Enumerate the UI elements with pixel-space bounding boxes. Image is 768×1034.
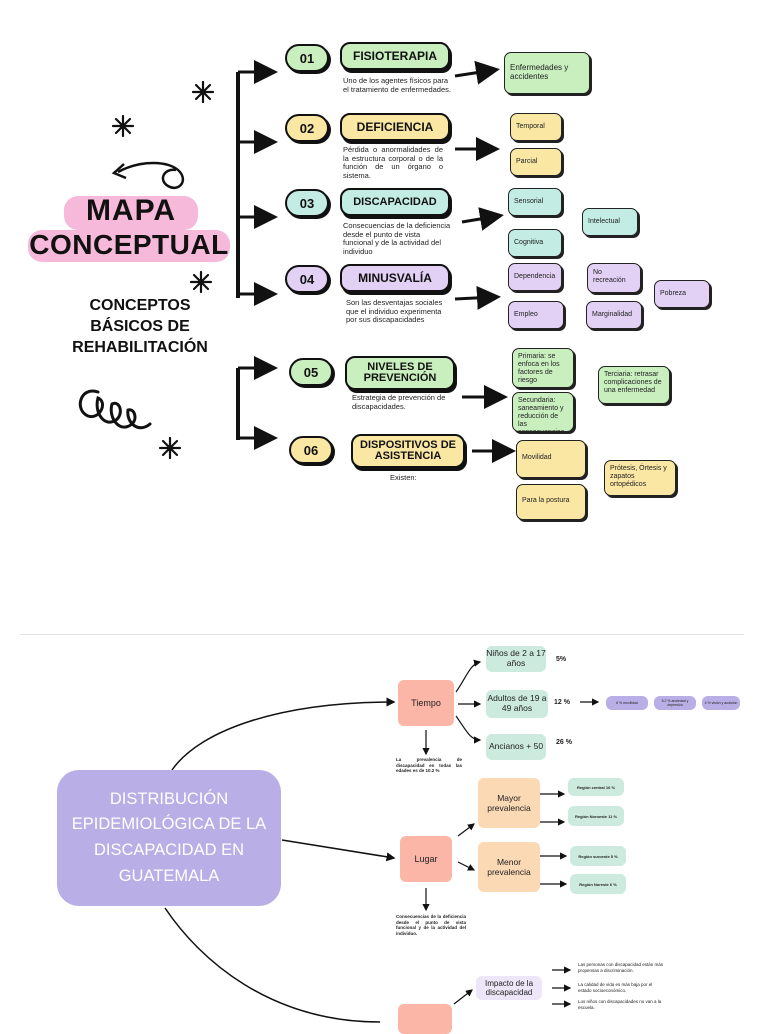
title-highlight-2 xyxy=(28,230,230,262)
pct-adults: 12 % xyxy=(554,699,570,706)
box-empleo: Empleo xyxy=(508,301,564,329)
item-label-niveles: NIVELES DE PREVENCIÓN xyxy=(345,356,455,390)
map-subtitle: CONCEPTOS BÁSICOS DE REHABILITACIÓN xyxy=(60,296,220,358)
map2-connectors xyxy=(164,659,600,1023)
box-no-recreacion: No recreación xyxy=(587,263,641,293)
loops-icon xyxy=(78,389,152,430)
region-central: Región central 16 % xyxy=(568,778,624,796)
item-description: Son las desventajas sociales que el indi… xyxy=(346,298,443,325)
node-age-elderly: Ancianos + 50 xyxy=(486,734,546,760)
pct-children: 5% xyxy=(556,656,567,663)
item-description: Uno de los agentes físicos para el trata… xyxy=(343,76,451,94)
page-divider xyxy=(20,634,744,635)
map-title-line1: MAPA xyxy=(85,194,177,227)
chip-ansiedad: 5.2 % ansiedad y depresión xyxy=(654,696,696,710)
node-impacto: Impacto de la discapacidad xyxy=(476,976,542,1000)
region-suroeste: Región suroeste 5 % xyxy=(570,846,626,866)
box-protesis: Prótesis, Órtesis y zapatos ortopédicos xyxy=(604,460,676,496)
main-topic: DISTRIBUCIÓN EPIDEMIOLÓGICA DE LA DISCAP… xyxy=(57,770,281,906)
item-label-fisioterapia: FISIOTERAPIA xyxy=(340,42,450,70)
swirl-icon xyxy=(111,161,185,189)
item-number: 01 xyxy=(285,44,329,72)
node-tiempo: Tiempo xyxy=(398,680,454,726)
box-enfermedades: Enfermedades y accidentes xyxy=(504,52,590,94)
pct-elderly: 26 % xyxy=(556,739,572,746)
note-tiempo: La prevalencia de discapacidad en todas … xyxy=(396,757,462,774)
item-label-deficiencia: DEFICIENCIA xyxy=(340,113,450,141)
item-label-dispositivos: DISPOSITIVOS DE ASISTENCIA xyxy=(351,434,465,468)
box-dependencia: Dependencia xyxy=(508,263,562,291)
region-noreste: Región Noreste 6 % xyxy=(570,874,626,894)
impact-item: La calidad de vida es más baja por el es… xyxy=(578,982,653,993)
impact-item: Los niños con discapacidades no van a la… xyxy=(578,999,662,1010)
item-description: Pérdida o anormalidades de la estructura… xyxy=(343,145,443,180)
box-cognitiva: Cognitiva xyxy=(508,229,562,257)
subtitle-line2: BÁSICOS DE xyxy=(90,317,190,335)
chip-vision: 4 % visión y audición xyxy=(702,696,740,710)
box-parcial: Parcial xyxy=(510,148,562,176)
box-temporal: Temporal xyxy=(510,113,562,141)
title-highlight xyxy=(64,196,198,230)
item-description: Existen: xyxy=(390,473,417,482)
node-persona xyxy=(398,1004,452,1034)
note-lugar: Consecuencias de la deficiencia desde el… xyxy=(396,914,466,936)
node-mayor: Mayor prevalencia xyxy=(478,778,540,828)
box-marginalidad: Marginalidad xyxy=(586,301,642,329)
box-pobreza: Pobreza xyxy=(654,280,710,308)
box-movilidad: Movilidad xyxy=(516,440,586,478)
item-label-discapacidad: DISCAPACIDAD xyxy=(340,188,450,216)
item-description: Consecuencias de la deficiencia desde el… xyxy=(343,221,451,256)
box-sensorial: Sensorial xyxy=(508,188,562,216)
item-number: 02 xyxy=(285,114,329,142)
map-title-line2: CONCEPTUAL xyxy=(29,229,229,260)
node-age-children: Niños de 2 a 17 años xyxy=(486,646,546,672)
subtitle-line3: REHABILITACIÓN xyxy=(72,338,208,356)
asterisk-icon xyxy=(111,80,215,460)
item-number: 05 xyxy=(289,358,333,386)
node-age-adults: Adultos de 19 a 49 años xyxy=(486,690,548,718)
impact-item: Las personas con discapacidad están más … xyxy=(578,962,664,973)
box-terciaria: Terciaria: retrasar complicaciones de un… xyxy=(598,366,670,404)
box-secundaria: Secundaria: saneamiento y reducción de l… xyxy=(512,392,574,432)
box-intelectual: Intelectual xyxy=(582,208,638,236)
item-description: Estrategia de prevención de discapacidad… xyxy=(352,393,446,411)
item-label-minusvalia: MINUSVALÍA xyxy=(340,264,450,292)
map1-connectors xyxy=(78,60,516,463)
node-menor: Menor prevalencia xyxy=(478,842,540,892)
region-noroeste: Región Noroeste 11 % xyxy=(568,806,624,826)
item-number: 04 xyxy=(285,265,329,293)
box-postura: Para la postura xyxy=(516,484,586,520)
box-primaria: Primaria: se enfoca en los factores de r… xyxy=(512,348,574,388)
item-number: 03 xyxy=(285,189,329,217)
chip-movilidad: 6 % movilidad xyxy=(606,696,648,710)
node-lugar: Lugar xyxy=(400,836,452,882)
subtitle-line1: CONCEPTOS xyxy=(89,297,191,314)
item-number: 06 xyxy=(289,436,333,464)
